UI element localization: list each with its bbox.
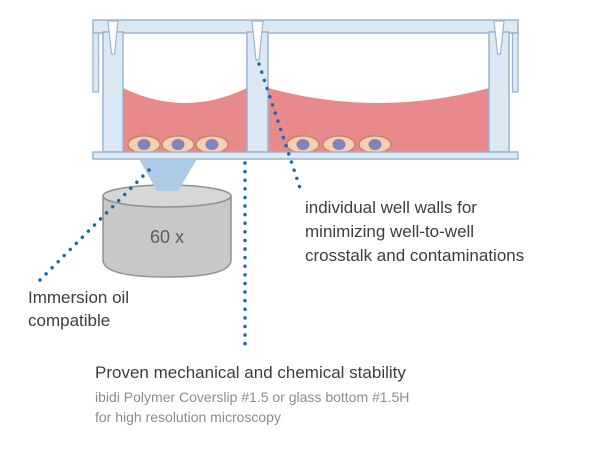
annotation-stability-title: Proven mechanical and chemical stability	[95, 361, 515, 385]
annotation-immersion-oil: Immersion oil compatible	[28, 286, 188, 332]
immersion-oil-cone	[139, 159, 197, 191]
cell-nucleus	[205, 139, 219, 150]
wall-notch-left	[107, 20, 119, 55]
cell	[127, 135, 161, 154]
annotation-stability-title-text: Proven mechanical and chemical stability	[95, 363, 406, 382]
cell	[358, 135, 392, 154]
annotation-well-walls-line1: individual well walls for	[305, 198, 477, 217]
plate-skirt-left	[92, 32, 100, 93]
cell	[286, 135, 320, 154]
annotation-stability-subtitle-line1: ibidi Polymer Coverslip #1.5 or glass bo…	[95, 389, 410, 405]
wall-notch-center	[251, 20, 264, 61]
wall-notch-right	[493, 20, 505, 55]
annotation-immersion-oil-line2: compatible	[28, 311, 111, 330]
plate-frame	[92, 19, 519, 34]
cell-nucleus	[368, 139, 382, 150]
leader-line-immersion-oil	[35, 168, 151, 285]
annotation-immersion-oil-line1: Immersion oil	[28, 288, 130, 307]
cell-nucleus	[171, 139, 185, 150]
objective-body	[102, 195, 232, 278]
plate-skirt-right	[511, 32, 519, 93]
annotation-well-walls-line2: minimizing well-to-well	[305, 222, 475, 241]
cell-nucleus	[296, 139, 310, 150]
cell-nucleus	[137, 139, 151, 150]
cell	[161, 135, 195, 154]
coverslip	[92, 151, 519, 160]
cell	[195, 135, 229, 154]
annotation-stability-subtitle: ibidi Polymer Coverslip #1.5 or glass bo…	[95, 387, 495, 427]
annotation-well-walls: individual well walls for minimizing wel…	[305, 196, 565, 268]
well-medium-right	[268, 88, 489, 152]
cell	[322, 135, 356, 154]
cell-nucleus	[332, 139, 346, 150]
objective-label: 60 x	[150, 227, 184, 247]
annotation-stability-subtitle-line2: for high resolution microscopy	[95, 409, 281, 425]
annotation-well-walls-line3: crosstalk and contaminations	[305, 246, 525, 265]
